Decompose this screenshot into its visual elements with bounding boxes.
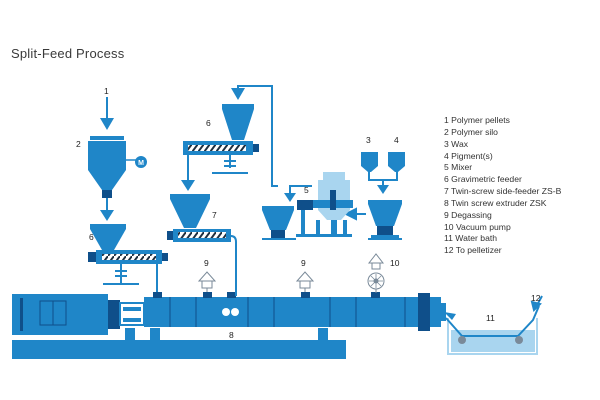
label-12: 12 (531, 293, 541, 303)
legend-item: 7 Twin-screw side-feeder ZS-B (444, 186, 562, 197)
mixer (296, 172, 353, 237)
diagram-title: Split-Feed Process (11, 46, 125, 61)
wax-pigment-merge-arrow (368, 172, 398, 194)
legend-item: 3 Wax (444, 138, 469, 149)
label-10: 10 (390, 258, 400, 268)
gravimetric-feeder-mixed (262, 206, 296, 240)
legend-item: 11 Water bath (444, 233, 498, 244)
wax-hopper (361, 152, 378, 172)
label-3: 3 (366, 135, 371, 145)
return-conveying-line (231, 85, 278, 187)
extruder-base (12, 294, 346, 359)
gravimetric-feeder-polymer (88, 224, 168, 292)
gravimetric-feeder-top (181, 104, 259, 191)
legend-item: 6 Gravimetric feeder (444, 174, 522, 185)
legend-item: 5 Mixer (444, 162, 473, 173)
legend-item: 9 Degassing (444, 209, 492, 220)
additives-to-mixer-arrow (343, 207, 366, 221)
label-9-right: 9 (301, 258, 306, 268)
legend-item: 10 Vacuum pump (444, 221, 511, 232)
strand-outlet (444, 312, 456, 320)
motor-label: M (138, 160, 144, 167)
vacuum-pump (367, 253, 385, 293)
to-pelletizer-arrow (530, 295, 543, 312)
label-6-left: 6 (89, 232, 94, 242)
legend-item: 4 Pigment(s) (444, 150, 493, 161)
label-4: 4 (394, 135, 399, 145)
polymer-silo: M (88, 136, 147, 198)
label-11: 11 (486, 313, 495, 323)
label-9-left: 9 (204, 258, 209, 268)
label-6-top: 6 (206, 118, 211, 128)
label-1: 1 (104, 86, 109, 96)
label-8: 8 (229, 330, 234, 340)
legend-item: 12 To pelletizer (444, 245, 502, 256)
degassing-arrow-left (197, 271, 217, 292)
twin-screw-extruder-barrel (144, 292, 446, 331)
degassing-arrow-right (295, 271, 315, 292)
legend-item: 2 Polymer silo (444, 126, 498, 137)
label-5: 5 (304, 185, 309, 195)
mixer-return-arrow (284, 185, 312, 202)
pigment-hopper (388, 152, 405, 172)
legend-item: 1 Polymer pellets (444, 115, 510, 125)
polymer-pellets-arrow (100, 97, 114, 130)
legend: 1 Polymer pellets 2 Polymer silo 3 Wax 4… (444, 115, 561, 257)
silo-to-feeder-arrow (100, 210, 114, 221)
label-2: 2 (76, 139, 81, 149)
gravimetric-feeder-additives (368, 200, 402, 240)
twin-screw-side-feeder (167, 194, 237, 296)
water-bath (445, 305, 540, 355)
legend-item: 8 Twin screw extruder ZSK (444, 197, 547, 208)
label-7: 7 (212, 210, 217, 220)
